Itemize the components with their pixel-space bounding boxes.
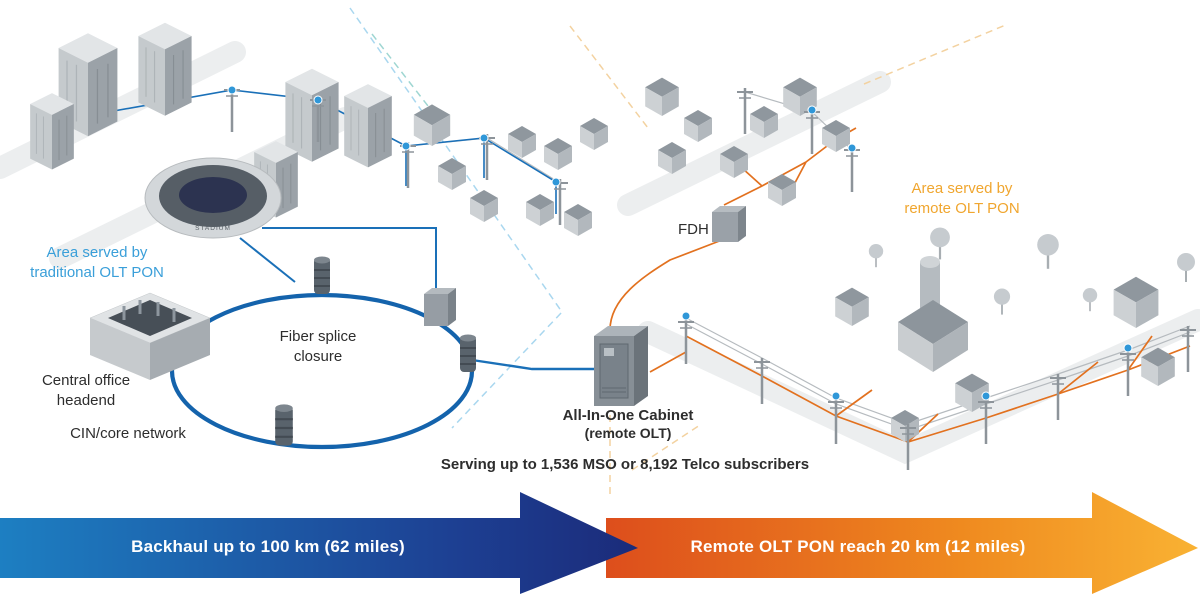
rural-cluster-remote: [676, 226, 1198, 472]
fdh-cabinet-icon: [712, 206, 746, 242]
fiber-splice-closure-icon: [459, 333, 477, 373]
boundary-dashed-lines: [349, 7, 1009, 498]
central-office-building: [89, 292, 211, 380]
cin-core-network-label: CIN/core network: [70, 425, 186, 442]
remote-reach-arrow: [606, 492, 1198, 594]
backhaul-arrow: [0, 492, 638, 594]
fiber-splice-closure-icon: [313, 255, 331, 295]
backhaul-arrow-label: Backhaul up to 100 km (62 miles): [131, 537, 405, 556]
area-traditional-label: Area served by traditional OLT PON: [30, 244, 164, 281]
area-remote-label: Area served by remote OLT PON: [904, 180, 1020, 217]
remote-reach-arrow-label: Remote OLT PON reach 20 km (12 miles): [690, 537, 1026, 556]
fiber-splice-closure-label: Fiber splice closure: [279, 328, 357, 365]
cabinet-subtitle-label: (remote OLT): [584, 425, 672, 441]
fiber-splice-closure-icon: [274, 403, 294, 447]
stadium-sign: STADIUM: [195, 225, 231, 232]
all-in-one-cabinet-icon: [594, 326, 648, 406]
ring-node-cabinet-icon: [424, 288, 456, 326]
residential-cluster-traditional: [398, 104, 608, 236]
cabinet-capacity-label: Serving up to 1,536 MSO or 8,192 Telco s…: [440, 456, 810, 473]
central-office-label: Central office headend: [41, 372, 131, 409]
cabinet-title-label: All-In-One Cabinet: [562, 407, 694, 424]
barn-icon: [898, 300, 968, 372]
fdh-label: FDH: [678, 221, 709, 238]
stadium: STADIUM: [144, 157, 282, 239]
